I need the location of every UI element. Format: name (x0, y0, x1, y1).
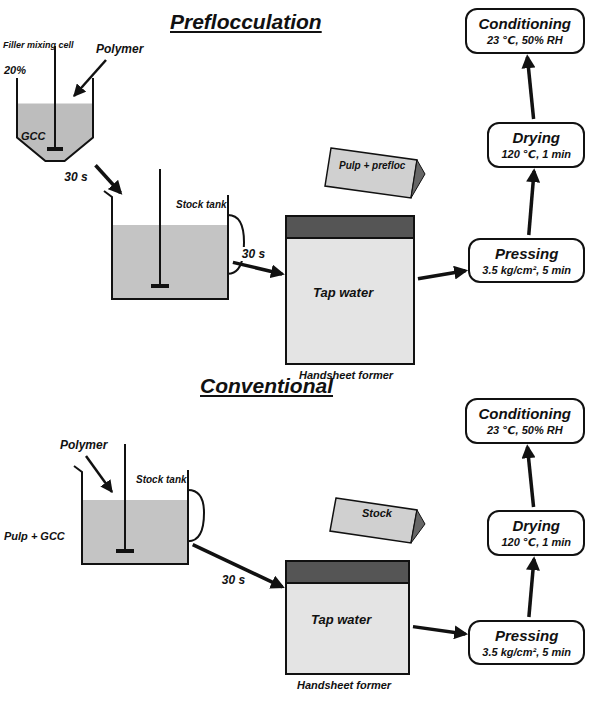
pitcher-body (330, 498, 417, 543)
liquid (112, 225, 228, 298)
former-top (286, 561, 409, 583)
step-name: Pressing (482, 627, 571, 644)
process-box: Conditioning 23 ℃, 50% RH (465, 8, 585, 54)
section-title: Conventional (200, 374, 333, 398)
shape-text: Pulp + prefloc (339, 160, 405, 171)
polymer-label: Polymer (96, 42, 143, 56)
step-condition: 23 ℃, 50% RH (479, 424, 571, 437)
process-box: Conditioning 23 ℃, 50% RH (465, 398, 585, 444)
flow-arrow (95, 165, 120, 193)
step-name: Conditioning (479, 15, 571, 32)
time-label: 30 s (220, 573, 247, 587)
pitcher-spout (411, 160, 425, 198)
beaker-wall (74, 466, 188, 564)
vessel-outline (15, 78, 95, 163)
step-name: Drying (501, 517, 571, 534)
process-box: Drying 120 ℃, 1 min (487, 510, 585, 556)
beaker-handle (228, 215, 244, 274)
time-label: 30 s (62, 170, 89, 184)
section-title: Preflocculation (170, 10, 322, 34)
stirrer-blade (116, 549, 134, 553)
beaker-handle (188, 490, 204, 541)
pitcher-spout (411, 510, 425, 543)
stirrer-shaft (159, 169, 161, 286)
step-name: Pressing (482, 245, 571, 262)
former-shape: Tap waterHandsheet former (285, 215, 415, 365)
time-label: 30 s (240, 247, 267, 261)
shape-text: Tap water (313, 285, 373, 300)
pitcher-shape: Pulp + prefloc (325, 140, 425, 200)
polymer-arrow (74, 60, 106, 96)
step-condition: 3.5 kg/cm², 5 min (482, 646, 571, 658)
step-condition: 120 ℃, 1 min (501, 536, 571, 549)
shape-text: Handsheet former (297, 679, 391, 691)
step-name: Conditioning (479, 405, 571, 422)
beaker-shape: Stock tank (80, 470, 190, 565)
liquid (82, 500, 188, 563)
part-label: Filler mixing cell (3, 40, 74, 50)
step-name: Drying (501, 129, 571, 146)
vessel-shape: GCC (15, 78, 95, 163)
shape-text: GCC (21, 130, 45, 142)
stirrer-shaft (124, 444, 126, 551)
stirrer-shaft (54, 46, 56, 149)
pitcher-shape: Stock (330, 490, 425, 545)
polymer-arrow (86, 456, 112, 492)
flow-arrow (529, 171, 534, 235)
former-body (286, 216, 414, 364)
process-box: Pressing 3.5 kg/cm², 5 min (468, 238, 585, 283)
flow-arrow (193, 545, 283, 587)
step-condition: 3.5 kg/cm², 5 min (482, 264, 571, 276)
step-condition: 120 ℃, 1 min (501, 148, 571, 161)
former-body (286, 561, 409, 674)
flow-arrow (527, 57, 533, 119)
process-box: Drying 120 ℃, 1 min (487, 122, 585, 168)
stirrer-blade (151, 284, 169, 288)
feed-label: Pulp + GCC (4, 530, 65, 542)
process-box: Pressing 3.5 kg/cm², 5 min (468, 620, 585, 665)
beaker-shape: Stock tank (110, 195, 230, 300)
concentration-label: 20% (4, 64, 26, 76)
beaker-wall (104, 191, 228, 299)
flow-arrow (418, 271, 465, 279)
flow-arrow (527, 447, 533, 507)
shape-text: Stock (362, 507, 392, 519)
shape-text: Tap water (311, 612, 371, 627)
beaker-outline (110, 195, 230, 300)
polymer-label: Polymer (60, 438, 107, 452)
stirrer-blade (47, 147, 63, 151)
pitcher-body (325, 148, 417, 198)
shape-text: Stock tank (176, 199, 227, 210)
shape-text: Stock tank (136, 474, 187, 485)
step-condition: 23 ℃, 50% RH (479, 34, 571, 47)
flow-arrow (413, 627, 465, 634)
former-shape: Tap waterHandsheet former (285, 560, 410, 675)
flow-arrow (529, 559, 534, 617)
former-top (286, 216, 414, 238)
